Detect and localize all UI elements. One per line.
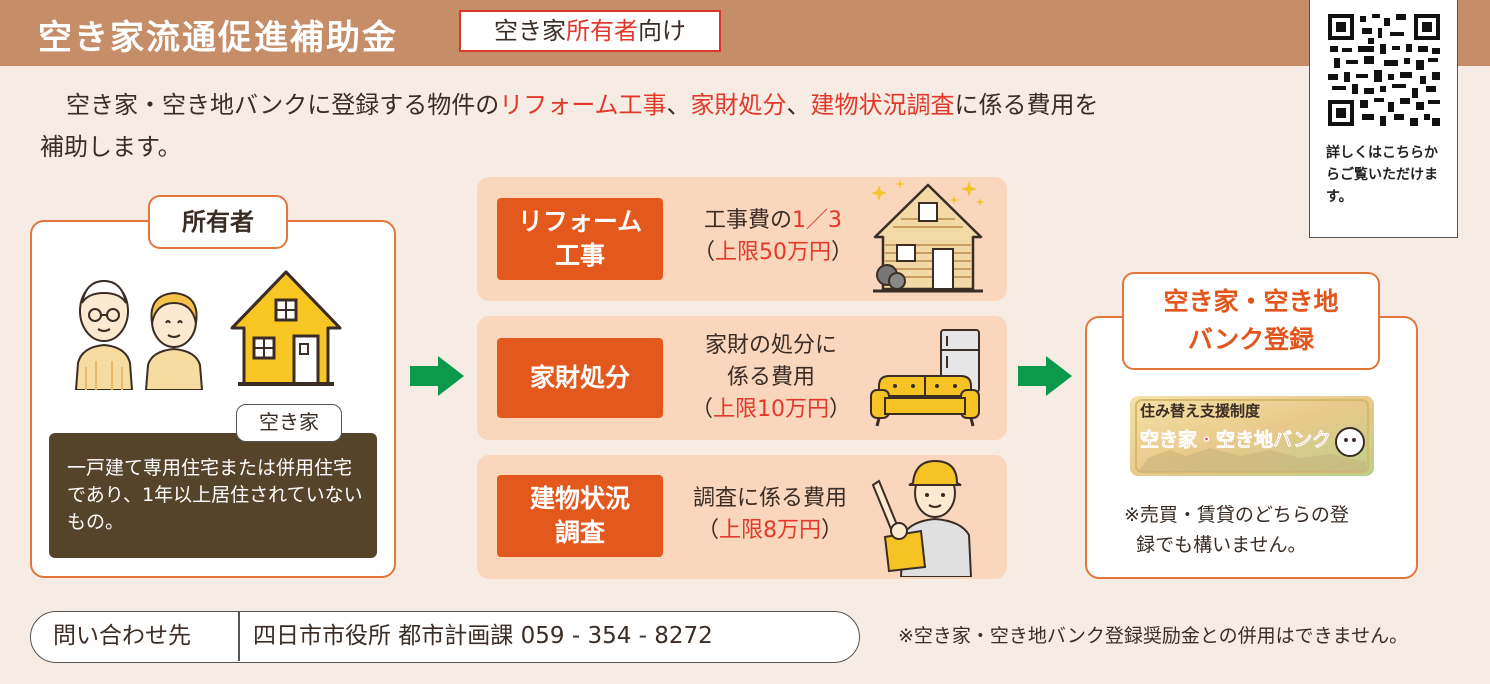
contact-label: 問い合わせ先 [53, 623, 191, 649]
banner-subtitle: 空き家・空き地バンク [1140, 428, 1331, 451]
row-text-line: 係る費用 [726, 365, 815, 390]
row-text-limit: 上限50万円 [715, 240, 831, 265]
target-highlight: 所有者 [566, 17, 638, 45]
akiya-bank-banner[interactable]: 住み替え支援制度 空き家・空き地バンク [1130, 396, 1374, 476]
row-label-line: リフォーム [517, 207, 643, 236]
row-text-reform: 工事費の1／3 （上限50万円） [683, 205, 863, 269]
row-text-paren: ） [821, 518, 844, 543]
row-label-line: 調査 [554, 518, 605, 547]
qr-code-icon[interactable] [1328, 14, 1440, 126]
eligibility-condition: 一戸建て専用住宅または併用住宅であり、1年以上居住されていないもの。 [49, 433, 377, 558]
bank-label-line: バンク登録 [1187, 325, 1315, 354]
row-text-line: 工事費の [703, 208, 792, 233]
target-suffix: 向け [638, 17, 686, 45]
intro-highlight-inspection: 建物状況調査 [810, 91, 955, 119]
contact-divider [238, 612, 240, 661]
target-tag: 空き家所有者向け [459, 10, 721, 52]
bank-label: 空き家・空き地バンク登録 [1122, 272, 1380, 370]
subsidy-row-disposal: 家財処分 家財の処分に 係る費用 （上限10万円） [477, 316, 1007, 440]
page-title: 空き家流通促進補助金 [38, 18, 398, 58]
inspector-icon [871, 459, 973, 577]
house-icon [871, 179, 984, 293]
contact-phone[interactable]: 四日市市役所 都市計画課 059 - 354 - 8272 [253, 623, 713, 649]
intro-part1: 空き家・空き地バンクに登録する物件の [66, 91, 500, 119]
footer-note: ※空き家・空き地バンク登録奨励金との併用はできません。 [898, 625, 1409, 647]
row-text-paren: （ [692, 240, 715, 265]
bank-label-line: 空き家・空き地 [1163, 287, 1339, 316]
target-prefix: 空き家 [494, 17, 566, 45]
qr-box[interactable]: 詳しくはこちらからご覧いただけます。 [1309, 0, 1458, 238]
row-label-line: 建物状況 [529, 484, 630, 513]
header-bar [0, 0, 1490, 66]
row-text-paren: ） [829, 397, 852, 422]
banner-title: 住み替え支援制度 [1140, 402, 1261, 420]
row-text-highlight: 1／3 [792, 208, 842, 233]
row-text-inspection: 調査に係る費用 （上限8万円） [679, 483, 861, 547]
row-text-line: 調査に係る費用 [692, 486, 847, 511]
subsidy-row-inspection: 建物状況調査 調査に係る費用 （上限8万円） [477, 455, 1007, 579]
contact-box: 問い合わせ先 四日市市役所 都市計画課 059 - 354 - 8272 [30, 611, 860, 663]
qr-note: 詳しくはこちらからご覧いただけます。 [1326, 145, 1438, 205]
arrow-right-icon [410, 356, 464, 396]
arrow-right-icon [1018, 356, 1072, 396]
row-text-paren: ） [831, 240, 854, 265]
row-text-paren: （ [690, 397, 713, 422]
row-label-disposal: 家財処分 [497, 338, 663, 418]
furniture-icon [870, 329, 980, 427]
vacant-house-icon [230, 270, 342, 386]
row-text-limit: 上限10万円 [713, 397, 829, 422]
intro-text: 空き家・空き地バンクに登録する物件のリフォーム工事、家財処分、建物状況調査に係る… [40, 84, 1290, 168]
intro-line2: 補助します。 [40, 133, 182, 161]
intro-highlight-disposal: 家財処分 [690, 91, 787, 119]
elderly-couple-icon [74, 279, 204, 390]
subsidy-row-reform: リフォーム工事 工事費の1／3 （上限50万円） [477, 177, 1007, 301]
row-label-reform: リフォーム工事 [497, 198, 663, 280]
bank-note-line: ※売買・賃貸のどちらの登 [1124, 504, 1349, 526]
row-text-disposal: 家財の処分に 係る費用 （上限10万円） [683, 330, 859, 426]
bank-note-line: 録でも構いません。 [1136, 534, 1307, 556]
bank-note: ※売買・賃貸のどちらの登 録でも構いません。 [1124, 500, 1394, 560]
intro-highlight-reform: リフォーム工事 [499, 91, 667, 119]
row-label-inspection: 建物状況調査 [497, 475, 663, 557]
owner-label: 所有者 [148, 195, 288, 249]
intro-sep: 、 [786, 91, 811, 119]
intro-sep: 、 [666, 91, 691, 119]
row-label-line: 工事 [554, 241, 605, 270]
row-text-limit: 上限8万円 [719, 518, 821, 543]
row-text-line: 家財の処分に [704, 333, 837, 358]
vacant-house-tag: 空き家 [236, 404, 342, 442]
intro-part2: に係る費用を [954, 91, 1099, 119]
row-text-paren: （ [696, 518, 719, 543]
